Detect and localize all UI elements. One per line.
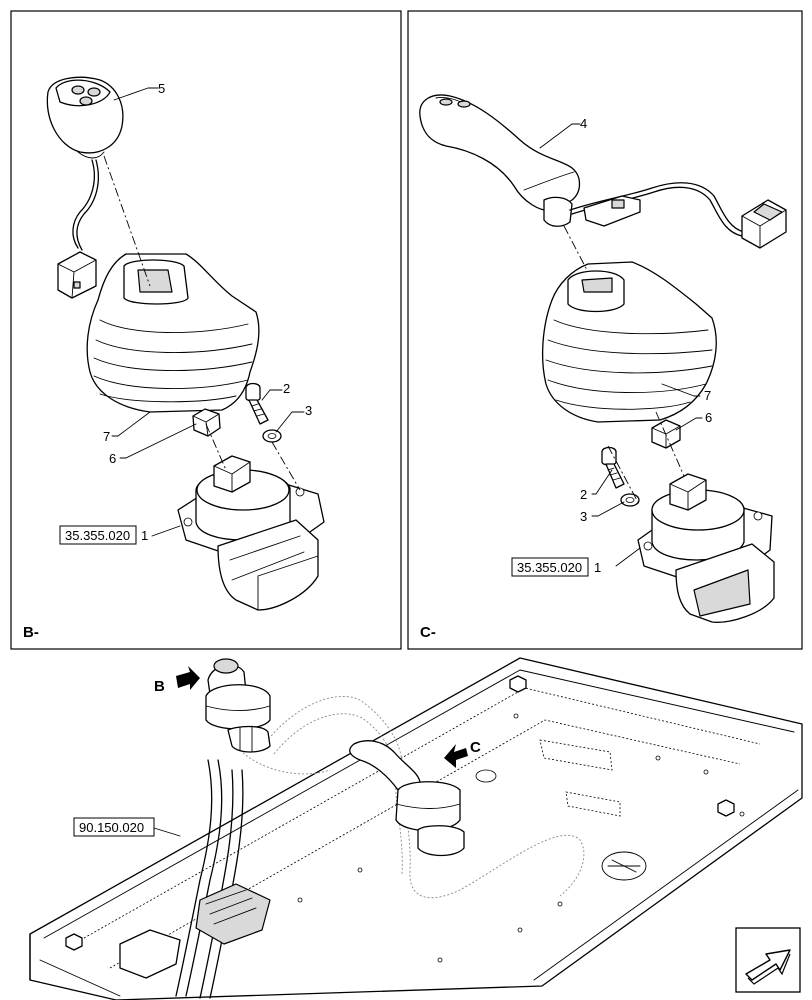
view-marker-c: C xyxy=(444,739,481,768)
callout-c-2: 2 xyxy=(580,487,587,502)
floor-pedal-levers xyxy=(119,759,271,999)
part-2-bolt-c xyxy=(601,446,625,489)
callout-c-7: 7 xyxy=(704,388,711,403)
callout-b-6: 6 xyxy=(109,451,116,466)
ref-box-floor[interactable] xyxy=(73,817,155,837)
callout-c-4: 4 xyxy=(580,116,587,131)
front-direction-arrow-icon xyxy=(735,927,801,993)
part-4-grip-handle xyxy=(419,94,581,227)
view-marker-b-text: B xyxy=(154,678,165,695)
floor-joystick-b xyxy=(205,658,271,753)
callout-b-3: 3 xyxy=(305,403,312,418)
floor-joystick-c xyxy=(349,740,465,857)
knob-connector xyxy=(57,251,97,299)
ref-box-c[interactable] xyxy=(511,557,589,577)
floor-bolt xyxy=(717,799,735,817)
callout-b-5: 5 xyxy=(158,81,165,96)
callout-b-7: 7 xyxy=(103,429,110,444)
callout-c-3: 3 xyxy=(580,509,587,524)
assembly-axis-b3 xyxy=(271,441,301,491)
callout-c-1: 1 xyxy=(594,560,601,575)
panel-c: 4 7 6 2 3 35.355.020 1 C- xyxy=(407,10,803,650)
panel-c-label: C- xyxy=(420,624,436,641)
view-marker-c-text: C xyxy=(470,739,481,756)
callout-b-2: 2 xyxy=(283,381,290,396)
ref-b-text: 35.355.020 xyxy=(65,528,130,543)
ref-floor-text: 90.150.020 xyxy=(79,820,144,835)
part-7-boot-c xyxy=(541,261,717,423)
knob-cable xyxy=(72,159,95,249)
assembly-axis-c2 xyxy=(655,411,685,477)
part-1-joystick-base xyxy=(177,455,325,611)
ref-c-text: 35.355.020 xyxy=(517,560,582,575)
part-2-bolt xyxy=(245,382,269,425)
view-marker-b: B xyxy=(154,666,200,695)
grip-harness-clip xyxy=(583,195,641,227)
grip-connector xyxy=(741,199,787,249)
callout-b-1: 1 xyxy=(141,528,148,543)
part-1-joystick-base-c xyxy=(637,473,775,623)
floor-slot-2 xyxy=(565,791,621,817)
panel-c-frame xyxy=(407,10,803,650)
callout-c-6: 6 xyxy=(705,410,712,425)
part-5-knob xyxy=(46,76,124,159)
floor-bolt xyxy=(509,675,527,693)
assembly-axis-b2 xyxy=(205,423,227,471)
floor-slot-1 xyxy=(539,739,613,771)
part-7-boot xyxy=(86,253,260,413)
assembly-axis-c3 xyxy=(607,445,641,507)
hose-loop xyxy=(265,696,585,899)
ref-box-b[interactable] xyxy=(59,525,137,545)
assembly-axis-b1 xyxy=(103,155,151,287)
grip-cable xyxy=(569,182,745,233)
panel-b-label: B- xyxy=(23,624,39,641)
assembly-axis-c1 xyxy=(563,225,589,273)
panel-b: 5 2 3 7 6 35.355.020 1 B- xyxy=(10,10,402,650)
part-6-nut xyxy=(192,408,221,437)
panel-b-frame xyxy=(10,10,402,650)
cab-floor-overview: B C 90.150.020 xyxy=(29,657,803,1000)
floor-bolt xyxy=(65,933,83,951)
